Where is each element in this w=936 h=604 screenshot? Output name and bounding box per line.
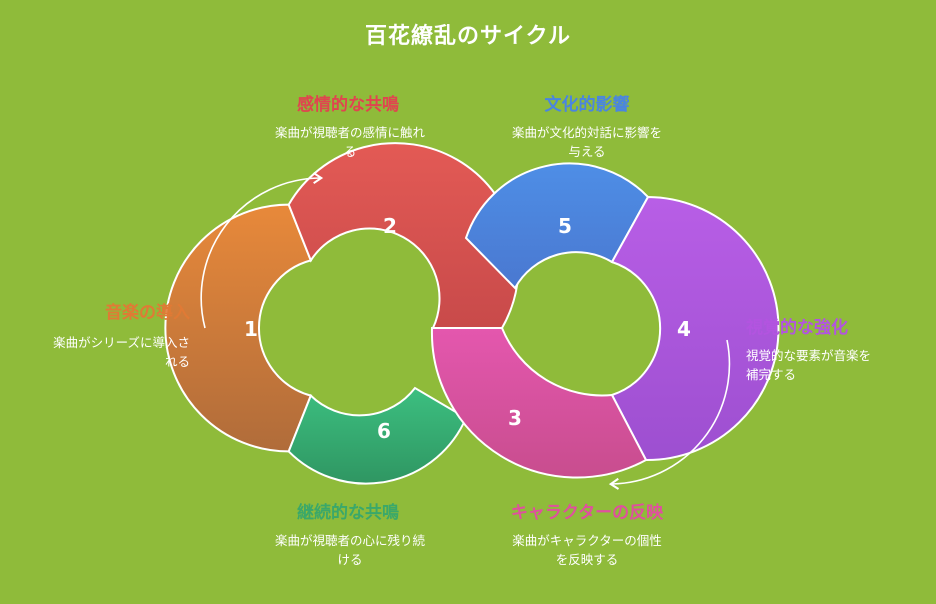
segment-4 [610,195,780,462]
step-3-title: キャラクターの反映 [510,503,664,523]
segment-2 [287,142,520,329]
step-6-description: 楽曲が視聴者の心に残り続 ける [274,533,425,567]
step-6-title: 継続的な共鳴 [297,503,399,523]
segment-6 [287,386,468,485]
flow-arrow-right [608,339,731,490]
step-number-1: 1 [244,317,258,341]
step-1-title: 音楽の導入 [105,303,190,323]
step-2-description: 楽曲が視聴者の感情に触れ る [274,125,425,159]
step-number-4: 4 [677,317,691,341]
step-number-3: 3 [508,406,522,430]
step-number-5: 5 [558,214,572,238]
segment-1 [164,203,313,453]
step-4-description: 視覚的な要素が音楽を 補完する [746,348,872,382]
step-4-title: 視覚的な強化 [746,318,848,338]
step-number-6: 6 [377,419,391,443]
step-2-title: 感情的な共鳴 [297,95,399,115]
segment-5 [464,162,650,290]
step-number-2: 2 [383,214,397,238]
step-5-description: 楽曲が文化的対話に影響を 与える [511,125,662,159]
step-3-description: 楽曲がキャラクターの個性 を反映する [512,533,662,567]
step-5-title: 文化的影響 [544,95,630,115]
flow-arrow-left [200,172,324,329]
step-1-description: 楽曲がシリーズに導入さ れる [53,335,190,369]
diagram-title: 百花繚乱のサイクル [365,24,571,49]
segment-3 [430,327,648,479]
